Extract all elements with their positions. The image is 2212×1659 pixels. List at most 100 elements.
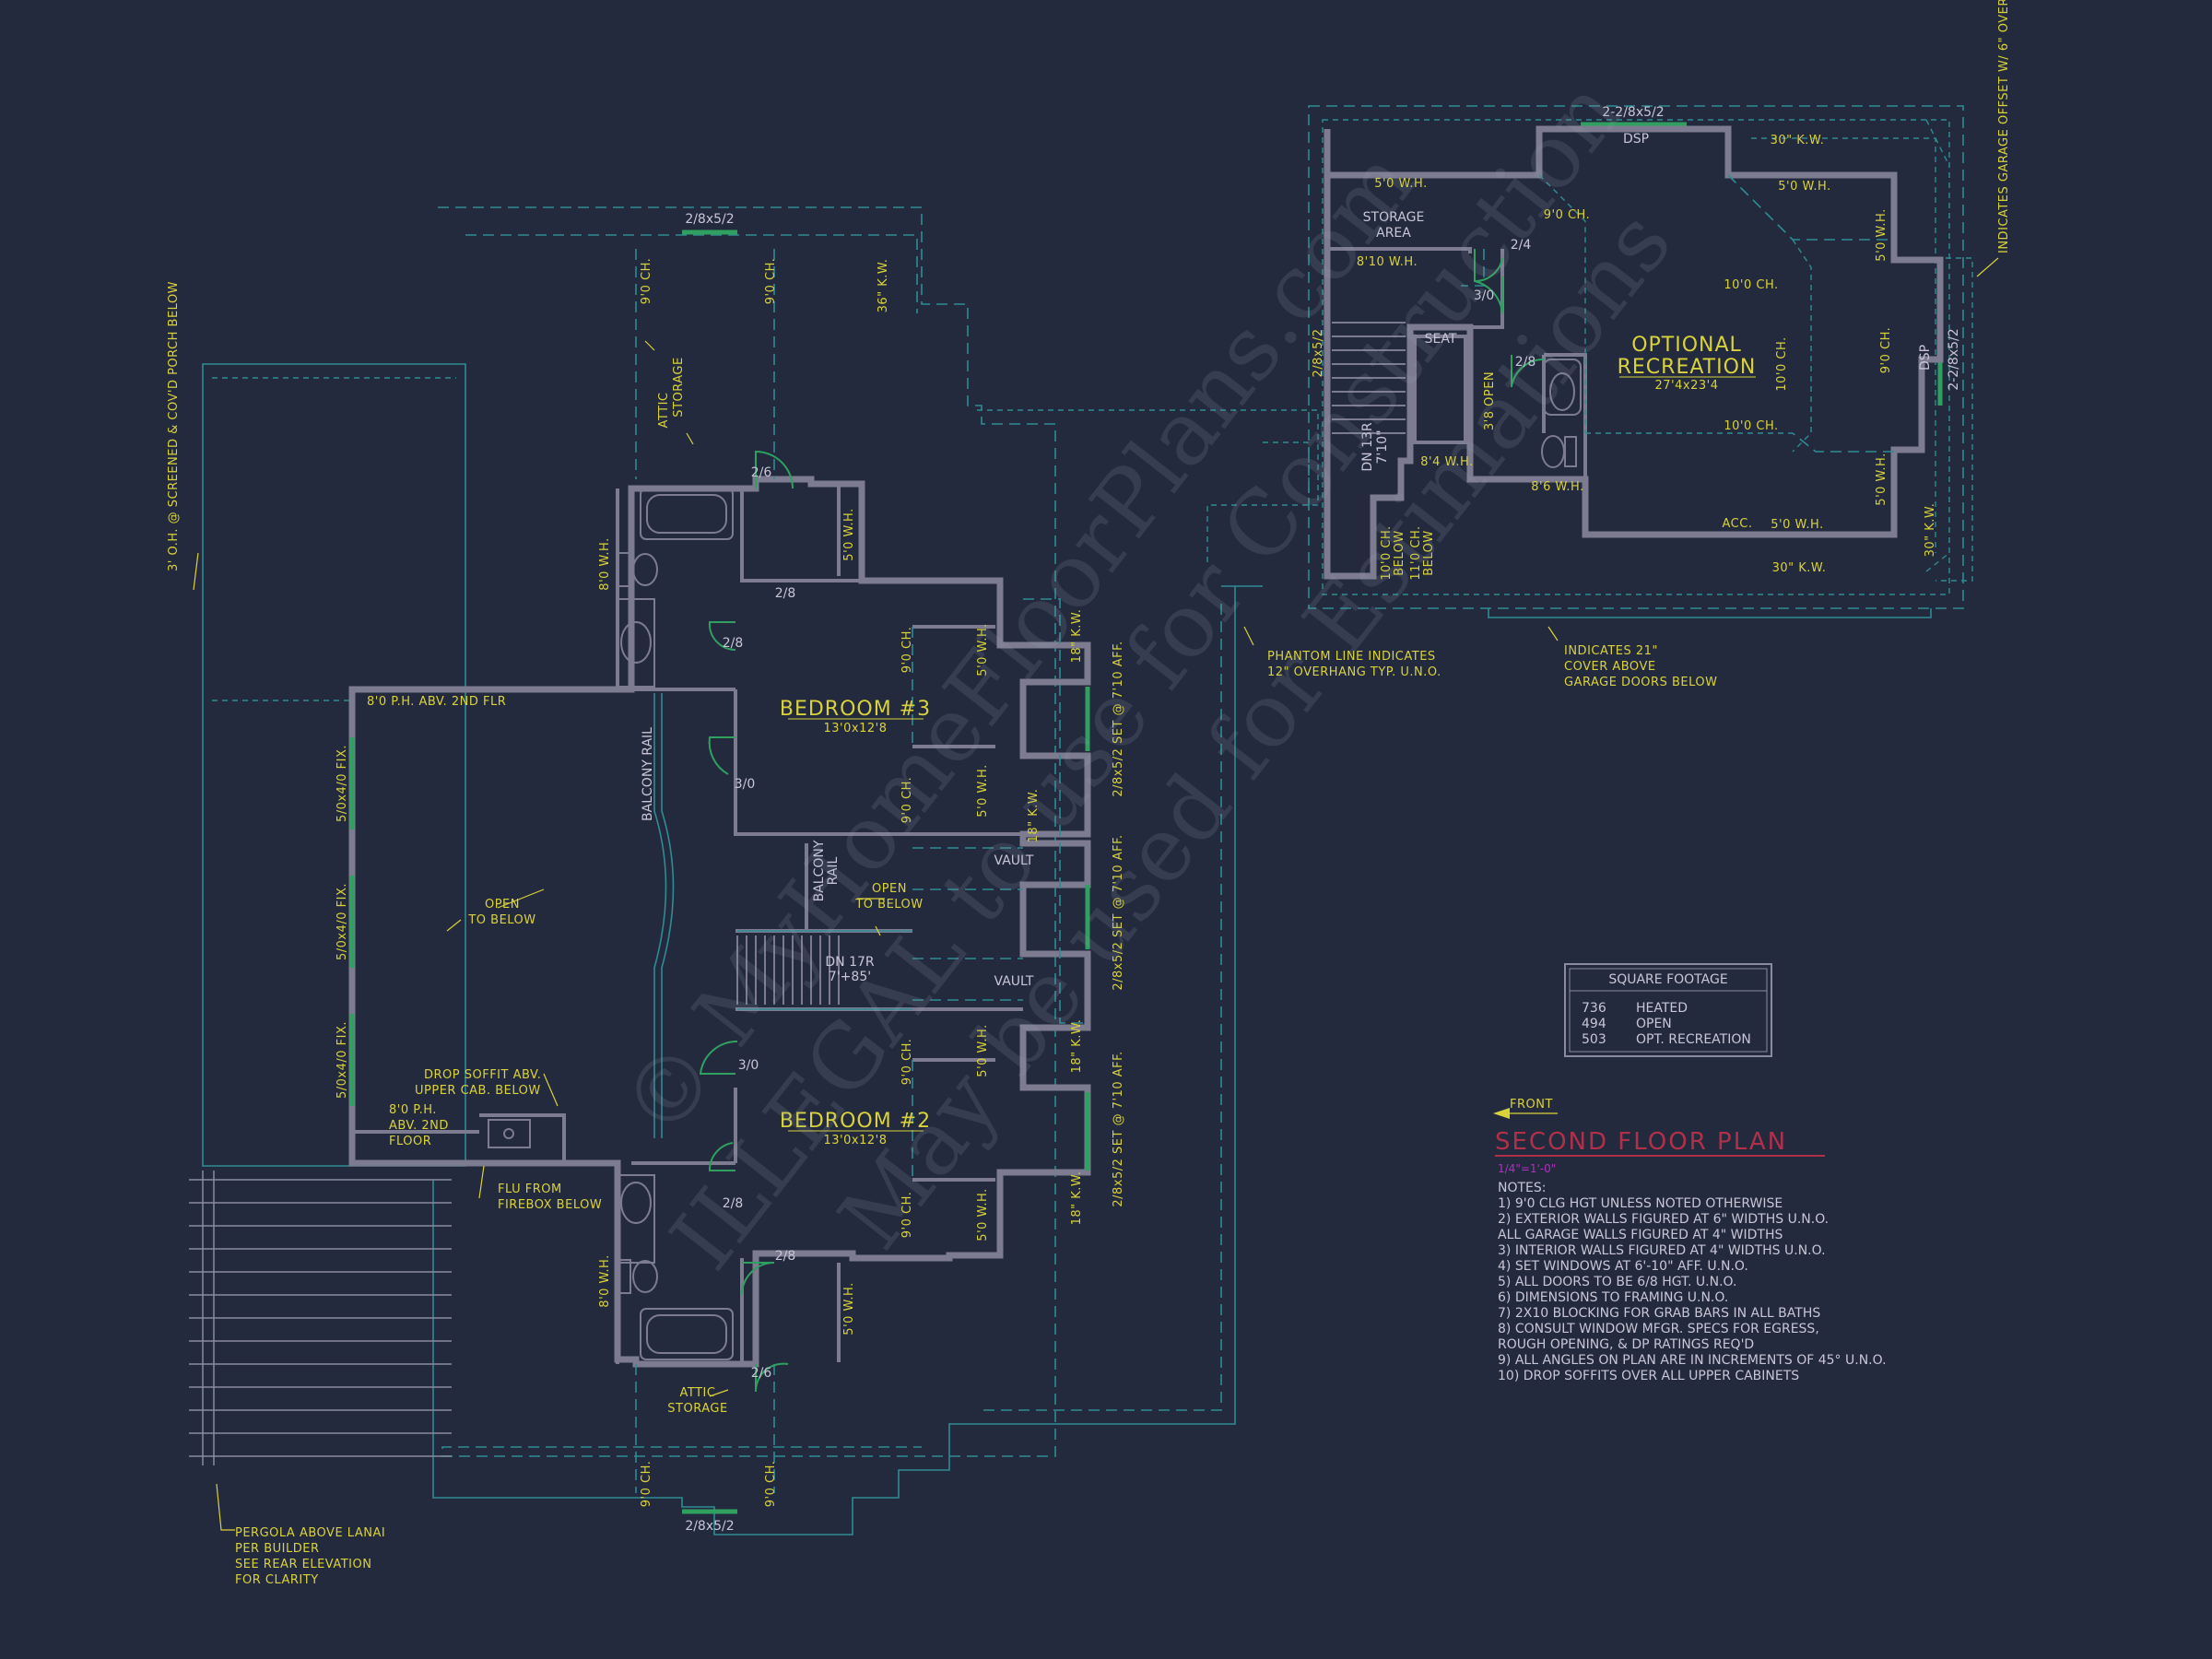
- cover-note-2: COVER ABOVE: [1564, 660, 1656, 674]
- interior-dashed: [635, 249, 1088, 1493]
- door-30-c: 3/0: [1474, 288, 1495, 303]
- drop-soffit-note-2: UPPER CAB. BELOW: [415, 1084, 541, 1098]
- recreation-name-2: RECREATION: [1618, 356, 1757, 379]
- note-4: 4) SET WINDOWS AT 6'-10" AFF. U.N.O.: [1498, 1259, 1748, 1274]
- ch-rec-1: 10'0 CH.: [1724, 278, 1778, 292]
- door-26-b: 2/6: [751, 1366, 772, 1381]
- hall-open-2: TO BELOW: [854, 898, 923, 912]
- open-to-below-1: OPEN: [485, 898, 520, 912]
- ch-rec-top: 9'0 CH.: [1544, 208, 1591, 222]
- wh-rec-bottom: 5'0 W.H.: [1771, 518, 1823, 532]
- dsp-top: DSP: [1623, 132, 1649, 147]
- attic-top-2: STORAGE: [672, 357, 686, 417]
- screened-porch-note: 3' O.H. @ SCREENED & COV'D PORCH BELOW: [167, 281, 181, 571]
- hall-open-1: OPEN: [872, 882, 907, 896]
- kw-bed2-2: 18" K.W.: [1070, 1171, 1084, 1226]
- overhang-lines: [202, 105, 1973, 1535]
- plate-small-3: FLOOR: [389, 1135, 431, 1148]
- title-block: FRONT SECOND FLOOR PLAN 1/4"=1'-0" NOTES…: [1495, 1098, 1887, 1383]
- note-3: 3) INTERIOR WALLS FIGURED AT 4" WIDTHS U…: [1498, 1243, 1826, 1258]
- sqft-open-value: 494: [1582, 1017, 1606, 1031]
- bed3-window: 2/8x5/2 SET @ 7'10 AFF.: [1112, 641, 1125, 796]
- wh-rec-right: 5'0 W.H.: [1875, 208, 1888, 261]
- wh-bed3: 5'0 W.H.: [976, 623, 990, 676]
- wh-storage: 8'10 W.H.: [1357, 255, 1418, 269]
- door-28-a: 2/8: [775, 586, 796, 601]
- storage-label-2: AREA: [1376, 226, 1411, 241]
- open-38: 3'8 OPEN: [1483, 371, 1497, 430]
- open-to-below-2: TO BELOW: [467, 913, 535, 927]
- wh-bed2-2: 5'0 W.H.: [976, 1188, 990, 1241]
- stair-down-label: DN 17R: [825, 955, 875, 970]
- fix-window-2: 5/0x4/0 FIX.: [335, 883, 349, 960]
- recreation-name-1: OPTIONAL: [1631, 334, 1742, 357]
- pergola-note-4: FOR CLARITY: [235, 1573, 319, 1587]
- kw-rec-bottom: 30" K.W.: [1772, 561, 1827, 575]
- note-5: 5) ALL DOORS TO BE 6/8 HGT. U.N.O.: [1498, 1275, 1736, 1289]
- door-28-b: 2/8: [723, 636, 744, 651]
- note-7: 7) 2X10 BLOCKING FOR GRAB BARS IN ALL BA…: [1498, 1306, 1820, 1321]
- plate-small-1: 8'0 P.H.: [389, 1103, 437, 1117]
- kw-rec-top: 30" K.W.: [1771, 134, 1825, 147]
- ch-rec-3: 10'0 CH.: [1775, 336, 1789, 391]
- bedroom-2-name: BEDROOM #2: [780, 1110, 931, 1133]
- pergola: [189, 1171, 452, 1465]
- fix-window-3: 5/0x4/0 FIX.: [335, 1021, 349, 1099]
- notes-heading: NOTES:: [1498, 1181, 1547, 1195]
- wh-storage-top: 5'0 W.H.: [1374, 177, 1427, 191]
- ch-bottom-2: 9'0 CH.: [764, 1461, 778, 1508]
- garage-offset-note: INDICATES GARAGE OFFSET W/ 6" OVERHANG B…: [1997, 0, 2011, 253]
- wh-bath-side-top: 8'0 W.H.: [598, 537, 612, 590]
- window-bottom: 2/8x5/2: [685, 1519, 734, 1534]
- storage-label-1: STORAGE: [1363, 210, 1425, 225]
- window-rec-top: 2-2/8x5/2: [1602, 105, 1664, 120]
- kw-bed3: 18" K.W.: [1070, 609, 1084, 664]
- note-8b: ROUGH OPENING, & DP RATINGS REQ'D: [1498, 1337, 1754, 1352]
- wh-stair: 8'4 W.H.: [1420, 455, 1473, 469]
- ch-bed3-2: 9'0 CH.: [900, 777, 914, 824]
- door-30-a: 3/0: [735, 777, 756, 792]
- drop-soffit-note-1: DROP SOFFIT ABV.: [424, 1068, 541, 1082]
- recreation-size: 27'4x23'4: [1655, 379, 1719, 393]
- pergola-note-2: PER BUILDER: [235, 1542, 320, 1556]
- balcony-rail-2a: BALCONY: [812, 840, 827, 901]
- ch-attic-2: 9'0 CH.: [764, 258, 778, 305]
- door-28-c: 2/8: [723, 1196, 744, 1211]
- cover-note-1: INDICATES 21": [1564, 644, 1658, 658]
- note-6: 6) DIMENSIONS TO FRAMING U.N.O.: [1498, 1290, 1728, 1305]
- stair-down-size: 7'+85': [829, 970, 871, 984]
- door-swings: [699, 450, 794, 1393]
- door-30-b: 3/0: [738, 1058, 759, 1073]
- stair-treads: [736, 930, 912, 1010]
- door-26: 2/6: [751, 465, 772, 480]
- wh-rec-right-2: 5'0 W.H.: [1875, 453, 1888, 505]
- square-footage-table: SQUARE FOOTAGE 736 HEATED 494 OPEN 503 O…: [1564, 963, 1772, 1057]
- sqft-recreation-label: OPT. RECREATION: [1636, 1032, 1751, 1047]
- room-labels: BEDROOM #3 13'0x12'8 BEDROOM #2 13'0x12'…: [467, 210, 1756, 1416]
- stair-top-size: 7'10": [1375, 429, 1390, 464]
- window-top: 2/8x5/2: [685, 212, 734, 227]
- pergola-note-1: PERGOLA ABOVE LANAI: [235, 1526, 385, 1540]
- dimension-labels: 2/8x5/2 2/8x5/2 2-2/8x5/2 2-2/8x5/2 DSP …: [335, 105, 1961, 1534]
- dsp-right: DSP: [1918, 345, 1933, 371]
- wh-bath-rec: 8'6 W.H.: [1531, 480, 1583, 494]
- flu-note-1: FLU FROM: [498, 1182, 562, 1196]
- sqft-recreation-value: 503: [1582, 1032, 1606, 1047]
- kw-rec-right: 30" K.W.: [1924, 503, 1937, 558]
- window-rec-right: 2-2/8x5/2: [1947, 328, 1961, 390]
- sqft-heated-label: HEATED: [1636, 1001, 1688, 1016]
- note-2b: ALL GARAGE WALLS FIGURED AT 4" WIDTHS: [1498, 1228, 1783, 1242]
- window-stair: 2/8x5/2: [1312, 328, 1325, 377]
- wh-bath-top: 5'0 W.H.: [842, 508, 856, 560]
- wh-bath-bottom: 5'0 W.H.: [842, 1282, 856, 1335]
- seat-label: SEAT: [1425, 332, 1457, 347]
- bedroom-2-size: 13'0x12'8: [824, 1134, 888, 1147]
- note-2: 2) EXTERIOR WALLS FIGURED AT 6" WIDTHS U…: [1498, 1212, 1829, 1227]
- plate-height-note: 8'0 P.H. ABV. 2ND FLR: [367, 695, 506, 709]
- vault-label-2: VAULT: [994, 974, 1034, 989]
- attic-bottom-2: STORAGE: [667, 1402, 727, 1416]
- ch-bed2: 9'0 CH.: [900, 1039, 914, 1086]
- bath-fixtures: [488, 488, 734, 1360]
